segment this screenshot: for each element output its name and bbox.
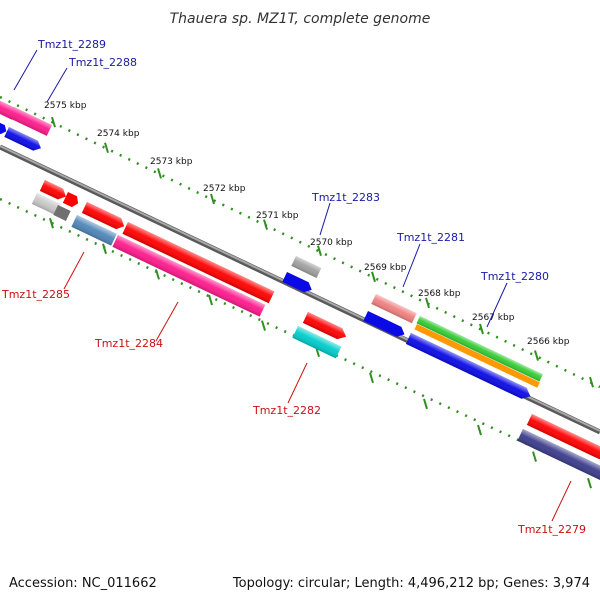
tick-label: 2573 kbp (150, 157, 193, 167)
gene-tmz1t-2281[interactable] (371, 294, 417, 324)
gene-label-tmz1t-2280[interactable]: Tmz1t_2280 (480, 270, 549, 283)
gene-blue-upper-left-a[interactable] (0, 120, 8, 136)
major-tick (317, 245, 322, 256)
leader-line-2282 (287, 362, 308, 404)
major-tick (261, 320, 266, 331)
tick-label: 2570 kbp (310, 238, 353, 248)
gene-label-tmz1t-2288[interactable]: Tmz1t_2288 (68, 56, 137, 69)
tick-label: 2574 kbp (97, 129, 140, 139)
gene-light-gray[interactable] (31, 193, 61, 215)
major-tick (423, 398, 428, 410)
map-title: Thauera sp. MZ1T, complete genome (170, 11, 431, 27)
gene-tmz1t-2283[interactable] (291, 256, 322, 278)
outer-tick-ring (0, 95, 600, 389)
gene-label-tmz1t-2284[interactable]: Tmz1t_2284 (94, 337, 163, 350)
major-tick (532, 451, 537, 462)
major-tick (157, 168, 162, 179)
tick-label: 2569 kbp (364, 263, 407, 273)
major-tick (534, 350, 539, 361)
major-tick (104, 142, 109, 154)
gene-red-small-a[interactable] (39, 180, 69, 202)
tick-label: 2572 kbp (203, 184, 246, 194)
major-tick (477, 424, 482, 436)
accession-text: Accession: NC_011662 (9, 576, 157, 591)
gene-tmz1t-2288[interactable] (8, 107, 52, 136)
gene-red-2572a[interactable] (81, 202, 127, 232)
major-tick (102, 243, 107, 255)
gene-label-tmz1t-2281[interactable]: Tmz1t_2281 (396, 231, 465, 244)
major-tick (51, 116, 56, 128)
gene-dark-gray[interactable] (53, 205, 71, 221)
major-tick (369, 372, 374, 384)
leader-line-2288 (46, 67, 68, 103)
gene-red-small-b[interactable] (62, 192, 81, 209)
major-tick (263, 219, 268, 230)
major-tick (587, 477, 592, 489)
inner-tick-ring (0, 197, 600, 480)
major-tick (210, 193, 215, 205)
gene-tmz1t-2282[interactable] (292, 326, 342, 359)
gene-label-tmz1t-2282[interactable]: Tmz1t_2282 (252, 404, 321, 417)
leader-line-2279 (551, 480, 572, 522)
gene-red-2570[interactable] (302, 312, 349, 342)
gene-red-lower-right[interactable] (526, 414, 600, 463)
major-tick (425, 297, 430, 309)
gene-label-tmz1t-2285[interactable]: Tmz1t_2285 (1, 288, 70, 301)
major-tick (479, 323, 484, 335)
tick-label: 2567 kbp (472, 313, 515, 323)
major-ticks (49, 116, 594, 489)
tick-label: 2575 kbp (44, 101, 87, 111)
gene-tmz1t-2289[interactable] (0, 96, 18, 120)
gene-label-tmz1t-2283[interactable]: Tmz1t_2283 (311, 191, 380, 204)
tick-label: 2568 kbp (418, 289, 461, 299)
leader-line-2284 (155, 301, 179, 342)
gene-tmz1t-2285[interactable] (71, 215, 117, 246)
major-tick (371, 271, 376, 283)
gene-red-long[interactable] (122, 222, 275, 304)
gene-blue-upper-left-b[interactable] (4, 127, 43, 153)
gene-label-tmz1t-2289[interactable]: Tmz1t_2289 (37, 38, 106, 51)
gene-blue-2568[interactable] (363, 311, 407, 339)
leader-line-2285 (63, 251, 85, 290)
tick-label: 2566 kbp (527, 337, 570, 347)
gene-tmz1t-2280-green[interactable] (416, 316, 543, 382)
major-tick (208, 294, 213, 306)
gene-tmz1t-2280-orange[interactable] (414, 324, 540, 388)
leader-line-2283 (319, 202, 331, 236)
major-tick (49, 217, 54, 229)
gene-blue-2566[interactable] (405, 333, 533, 402)
gene-tmz1t-2279[interactable] (517, 429, 600, 484)
tick-label: 2571 kbp (256, 211, 299, 221)
gene-tmz1t-2284[interactable] (112, 235, 266, 317)
major-tick (589, 376, 594, 388)
genome-summary-text: Topology: circular; Length: 4,496,212 bp… (232, 576, 590, 591)
leader-line-2280 (486, 282, 508, 328)
gene-blue-2570[interactable] (282, 272, 314, 295)
gene-label-tmz1t-2279[interactable]: Tmz1t_2279 (517, 523, 586, 536)
leader-line-2289 (13, 49, 38, 91)
leader-line-2281 (402, 243, 421, 288)
major-tick (155, 269, 160, 280)
